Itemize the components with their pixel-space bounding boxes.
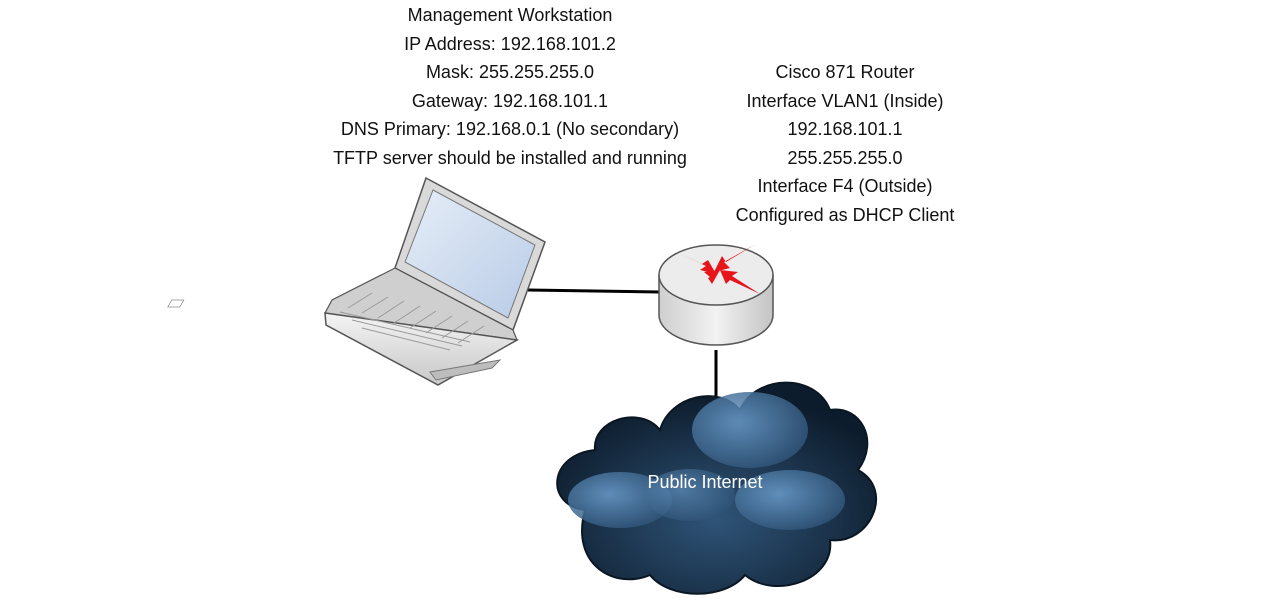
router-outside-mode: Configured as DHCP Client xyxy=(735,204,955,225)
router-title: Cisco 871 Router xyxy=(775,62,915,82)
router-inside-mask: 255.255.255.0 xyxy=(787,147,903,168)
cloud-label: Public Internet xyxy=(647,472,763,492)
router-inside-interface: Interface VLAN1 (Inside) xyxy=(746,90,944,111)
router-inside-ip: 192.168.101.1 xyxy=(787,119,903,140)
router-outside-interface: Interface F4 (Outside) xyxy=(757,176,933,197)
workstation-ip: IP Address: 192.168.101.2 xyxy=(404,33,616,54)
link-laptop-router xyxy=(527,288,661,294)
laptop-icon xyxy=(167,176,546,386)
internet-cloud-icon xyxy=(556,381,878,595)
router-label: Cisco 871 Router Interface VLAN1 (Inside… xyxy=(690,58,1000,230)
workstation-gateway: Gateway: 192.168.101.1 xyxy=(411,90,609,111)
workstation-title: Management Workstation xyxy=(407,5,613,25)
router-icon xyxy=(658,244,774,346)
workstation-label: Management Workstation IP Address: 192.1… xyxy=(300,1,720,173)
workstation-dns: DNS Primary: 192.168.0.1 (No secondary) xyxy=(340,119,680,140)
workstation-mask: Mask: 255.255.255.0 xyxy=(425,62,595,83)
workstation-tftp: TFTP server should be installed and runn… xyxy=(333,147,687,168)
